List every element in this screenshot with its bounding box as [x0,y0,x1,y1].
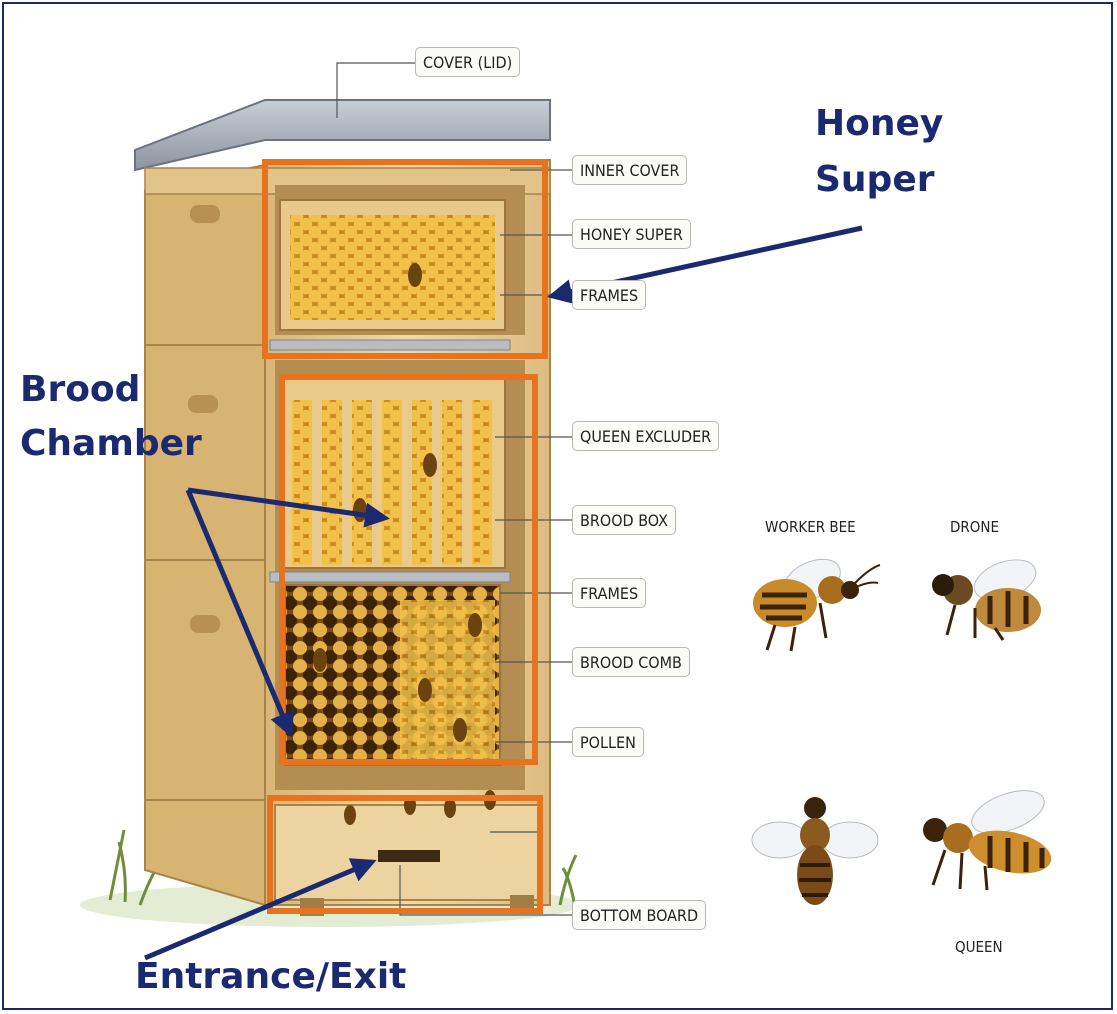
queen-image [923,782,1055,890]
cover-lid-label: COVER (LID) [415,47,520,77]
frames-top-label: FRAMES [572,280,646,310]
inner-cover-label: INNER COVER [572,155,687,185]
entrance-exit-annotation: Entrance/Exit [135,955,406,999]
queen-excluder-label: QUEEN EXCLUDER [572,421,719,451]
honey-super-annotation-line1: Honey [815,102,943,146]
frames-mid-label: FRAMES [572,578,646,608]
bottom-board-label: BOTTOM BOARD [572,900,706,930]
queen-label: QUEEN [955,938,1003,956]
brood-chamber-annotation-line2: Chamber [20,422,202,466]
pollen-label: POLLEN [572,727,644,757]
brood-box-label: BROOD BOX [572,505,676,535]
honey-super-label: HONEY SUPER [572,219,691,249]
worker-bee-image [753,551,880,651]
drone-image [932,552,1041,640]
brood-comb-label: BROOD COMB [572,647,690,677]
worker-bee-label: WORKER BEE [765,518,856,536]
drone-label: DRONE [950,518,999,536]
worker-bee-top-view-image [752,797,878,905]
brood-chamber-annotation-line1: Brood [20,368,140,412]
honey-super-annotation-line2: Super [815,158,935,202]
